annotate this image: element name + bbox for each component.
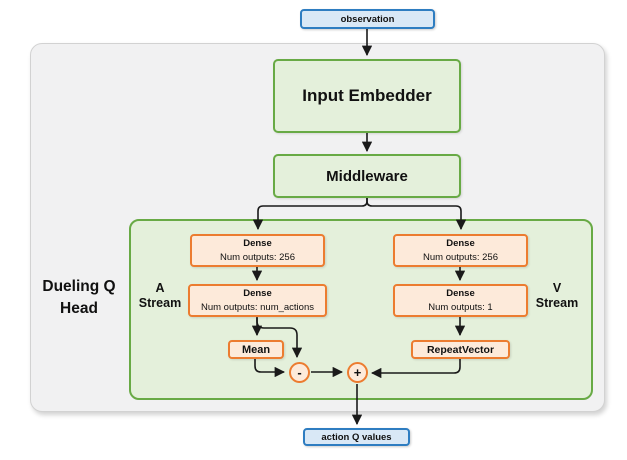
dense-a1-box: Dense Num outputs: 256 xyxy=(190,234,325,267)
dense-v2-title: Dense xyxy=(446,287,475,299)
v-stream-label: V Stream xyxy=(535,281,579,310)
a-stream-label: A Stream xyxy=(138,281,182,310)
observation-box: observation xyxy=(300,9,435,29)
plus-operator-circle: + xyxy=(347,362,368,383)
dense-a2-box: Dense Num outputs: num_actions xyxy=(188,284,327,317)
dense-v1-box: Dense Num outputs: 256 xyxy=(393,234,528,267)
dense-a1-subtitle: Num outputs: 256 xyxy=(220,251,295,263)
dueling-q-head-label: Dueling Q Head xyxy=(42,278,116,317)
dense-a2-title: Dense xyxy=(243,287,272,299)
arrow-mean-to-minus xyxy=(254,359,286,378)
repeat-vector-box: RepeatVector xyxy=(411,340,510,359)
mean-box: Mean xyxy=(228,340,284,359)
dense-v1-title: Dense xyxy=(446,237,475,249)
minus-operator-circle: - xyxy=(289,362,310,383)
dense-v2-box: Dense Num outputs: 1 xyxy=(393,284,528,317)
arrow-middleware-to-dense-a1 xyxy=(252,198,368,231)
arrow-repeatvector-to-plus xyxy=(370,358,461,379)
arrow-dense-a2-to-minus xyxy=(256,318,303,359)
dense-a2-subtitle: Num outputs: num_actions xyxy=(200,301,314,313)
action-q-values-box: action Q values xyxy=(303,428,410,446)
arrow-middleware-to-dense-v1 xyxy=(366,198,467,231)
middleware-box: Middleware xyxy=(273,154,461,198)
input-embedder-box: Input Embedder xyxy=(273,59,461,133)
dense-v2-subtitle: Num outputs: 1 xyxy=(428,301,493,313)
dense-v1-subtitle: Num outputs: 256 xyxy=(423,251,498,263)
dense-a1-title: Dense xyxy=(243,237,272,249)
